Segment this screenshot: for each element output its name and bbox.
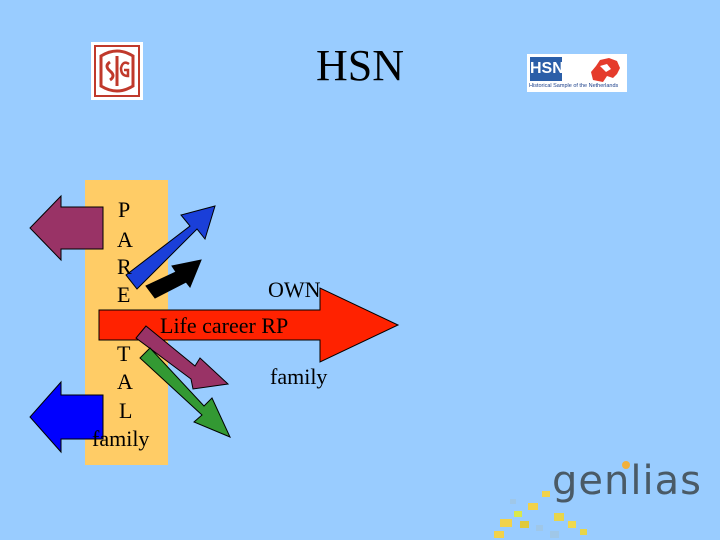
panel-letter-r: R <box>117 254 132 279</box>
parents-blue-diagonal-arrow <box>125 205 216 290</box>
panel-family-label: family <box>92 426 149 451</box>
panel-letter-l: L <box>119 398 132 423</box>
slide-title: HSN <box>315 41 405 90</box>
genlias-logo-text: genlias <box>552 458 702 504</box>
genlias-logo <box>494 461 630 538</box>
family-maroon-diagonal-arrow <box>135 325 230 390</box>
life-career-red-arrow <box>98 287 400 363</box>
panel-letter-p: P <box>118 197 130 222</box>
panel-letter-e: E <box>117 282 130 307</box>
family-green-diagonal-arrow <box>139 347 231 438</box>
siig-monogram-logo <box>91 42 143 100</box>
own-label: OWN <box>268 277 321 302</box>
panel-letter-t: T <box>117 341 131 366</box>
hsn-logo-tagline: Historical Sample of the Netherlands <box>529 83 619 89</box>
hsn-netherlands-logo: HSN Historical Sample of the Netherlands <box>527 54 627 92</box>
hsn-logo-text: HSN <box>530 57 564 81</box>
parents-left-arrow-upper <box>29 194 104 262</box>
parents-left-arrow-lower <box>29 380 104 454</box>
life-career-label: Life career RP <box>160 313 288 338</box>
own-black-arrow <box>145 259 202 299</box>
netherlands-map-icon <box>591 58 620 82</box>
panel-letter-a2: A <box>117 369 133 394</box>
panel-letter-a: A <box>117 227 133 252</box>
family-label: family <box>270 364 327 389</box>
